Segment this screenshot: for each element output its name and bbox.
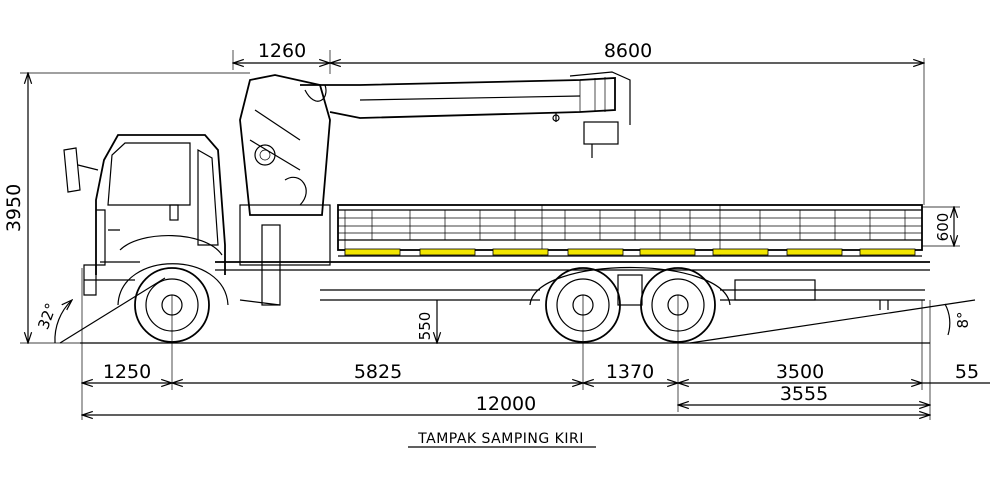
rear-fender [529, 266, 731, 306]
dim-side-rail [922, 207, 960, 246]
view-caption: TAMPAK SAMPING KIRI [417, 431, 584, 447]
rear-wheel-1 [545, 267, 621, 343]
dim-crane-top [233, 50, 924, 205]
dim-deck-height-label: 550 [416, 312, 434, 341]
side-reflectors [344, 248, 916, 256]
cargo-body [337, 204, 923, 257]
dim-extension-lines [81, 268, 931, 420]
departure-angle-label: 8° [954, 311, 972, 328]
dim-wheelbase-label: 5825 [354, 361, 402, 383]
crane-column [239, 74, 331, 306]
rear-wheel-2 [640, 267, 716, 343]
crane-boom [300, 71, 631, 158]
dim-crane-reach-label: 8600 [604, 40, 652, 62]
front-wheel [117, 263, 229, 343]
departure-angle [689, 299, 976, 344]
approach-angle [54, 277, 166, 344]
dim-overall-length-label: 12000 [476, 393, 536, 415]
dim-tandem-label: 1370 [606, 361, 654, 383]
dim-overall-height-label: 3950 [3, 184, 25, 232]
dim-rear-total-label: 3555 [780, 383, 828, 405]
truck-cab [63, 134, 226, 296]
dim-overall-height [20, 73, 250, 343]
dim-rear-extra-label: 55 [955, 361, 979, 383]
dim-rear-overhang-label: 3500 [776, 361, 824, 383]
dim-side-rail-label: 600 [934, 213, 952, 242]
spring-hanger [617, 274, 643, 306]
dim-front-overhang-label: 1250 [103, 361, 151, 383]
dim-crane-overhang-label: 1260 [258, 40, 306, 62]
